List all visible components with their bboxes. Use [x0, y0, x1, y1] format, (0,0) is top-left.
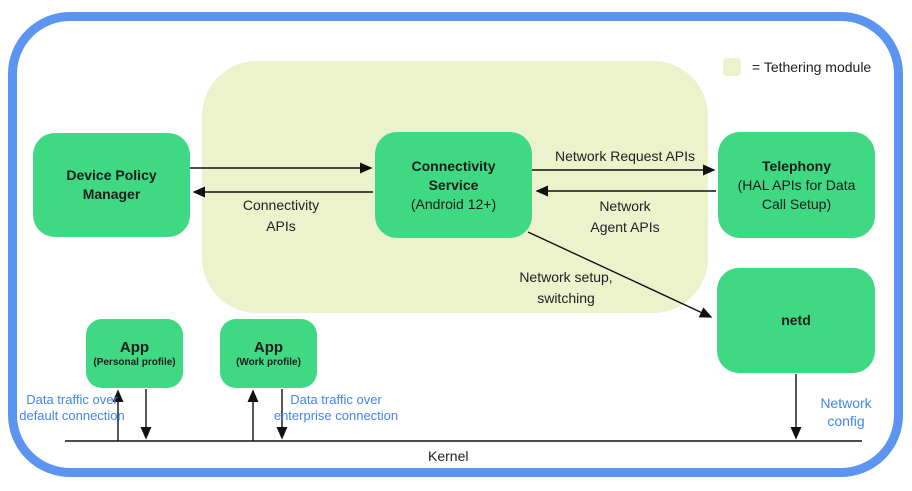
node-telephony: Telephony (HAL APIs for Data Call Setup) — [718, 132, 875, 238]
node-subtitle: (Personal profile) — [93, 356, 176, 368]
node-subtitle: (HAL APIs for Data Call Setup) — [737, 176, 856, 212]
label-network-setup-switching: Network setup, switching — [519, 269, 613, 306]
label-network-agent-apis: Network Agent APIs — [590, 198, 660, 235]
node-title: Telephony — [762, 157, 831, 174]
node-netd: netd — [717, 268, 875, 373]
tethering-legend-swatch — [723, 58, 741, 76]
node-app-personal: App (Personal profile) — [86, 319, 183, 388]
node-connectivity-service: Connectivity Service (Android 12+) — [375, 132, 532, 238]
node-device-policy-manager: Device Policy Manager — [33, 133, 190, 237]
label-data-traffic-default: Data traffic over default connection — [19, 392, 125, 423]
label-kernel: Kernel — [428, 448, 469, 464]
node-title: Device Policy Manager — [66, 167, 157, 202]
node-app-work: App (Work profile) — [220, 319, 317, 388]
node-subtitle: (Work profile) — [236, 356, 301, 368]
label-network-request-apis: Network Request APIs — [554, 148, 696, 164]
label-network-config: Network config — [820, 395, 872, 429]
label-data-traffic-enterprise: Data traffic over enterprise connection — [273, 392, 399, 423]
label-connectivity-apis: Connectivity APIs — [242, 197, 320, 234]
node-title: Connectivity Service — [411, 157, 496, 193]
node-title: netd — [781, 312, 811, 328]
node-subtitle: (Android 12+) — [410, 195, 497, 212]
outer-border — [8, 12, 903, 477]
node-title: App — [119, 338, 150, 356]
tethering-legend-label: = Tethering module — [752, 59, 872, 75]
node-title: App — [253, 338, 284, 356]
